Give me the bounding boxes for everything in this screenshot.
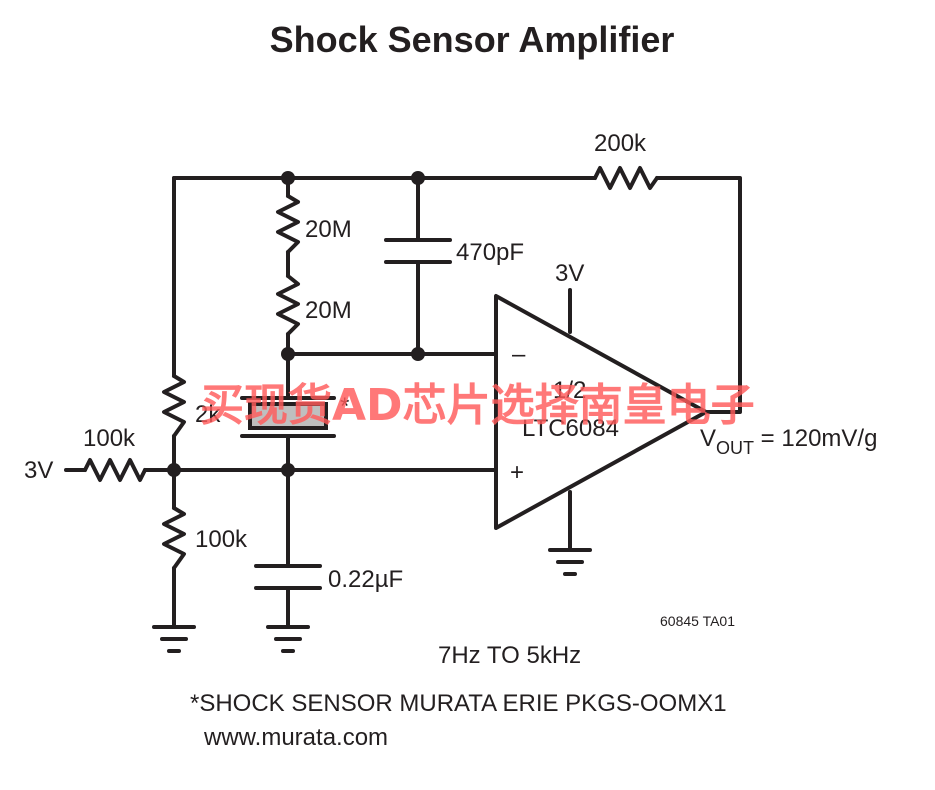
manufacturer-url: www.murata.com — [203, 724, 388, 751]
label-20m-bottom: 20M — [305, 297, 352, 324]
opamp-ltc6084 — [494, 294, 708, 530]
capacitor-0-22uf — [254, 564, 322, 590]
output-label: VOUT = 120mV/g — [700, 425, 877, 458]
sensor-asterisk: * — [340, 393, 349, 420]
figure-code: 60845 TA01 — [660, 613, 735, 629]
resistor-100k-input — [83, 458, 147, 482]
shock-sensor — [240, 396, 336, 438]
resistor-2k — [162, 374, 186, 438]
bandwidth-note: 7Hz TO 5kHz — [438, 642, 581, 669]
label-20m-top: 20M — [305, 216, 352, 243]
sensor-footnote: *SHOCK SENSOR MURATA ERIE PKGS-OOMX1 — [190, 690, 727, 717]
output-sub: OUT — [716, 438, 754, 458]
label-3v-supply: 3V — [555, 260, 584, 287]
opamp-label-part: LTC6084 — [522, 415, 619, 442]
opamp-label-half: 1/2 — [553, 377, 586, 404]
label-200k: 200k — [594, 130, 647, 157]
page-title: Shock Sensor Amplifier — [270, 19, 675, 60]
label-100k-ground: 100k — [195, 526, 248, 553]
resistor-200k — [593, 166, 659, 190]
noninverting-input-sign: + — [510, 459, 524, 486]
output-v: V — [700, 425, 716, 452]
resistor-100k-ground — [162, 506, 186, 570]
resistor-20m-bottom — [276, 274, 300, 336]
resistor-20m-top — [276, 194, 300, 254]
junction-dots — [167, 171, 425, 477]
ground-symbol-center — [266, 625, 310, 653]
ground-symbol-opamp — [548, 548, 592, 576]
ground-symbol-left — [152, 625, 196, 653]
label-470pf: 470pF — [456, 239, 524, 266]
capacitor-470pf — [384, 238, 452, 264]
label-100k-input: 100k — [83, 425, 136, 452]
label-2k: 2k — [195, 401, 221, 428]
output-gain: = 120mV/g — [754, 425, 877, 452]
label-3v-input: 3V — [24, 457, 53, 484]
label-0-22uf: 0.22µF — [328, 566, 403, 593]
inverting-input-sign: – — [512, 341, 526, 368]
watermark-text: 买现货AD芯片选择南皇电子 — [200, 380, 755, 431]
